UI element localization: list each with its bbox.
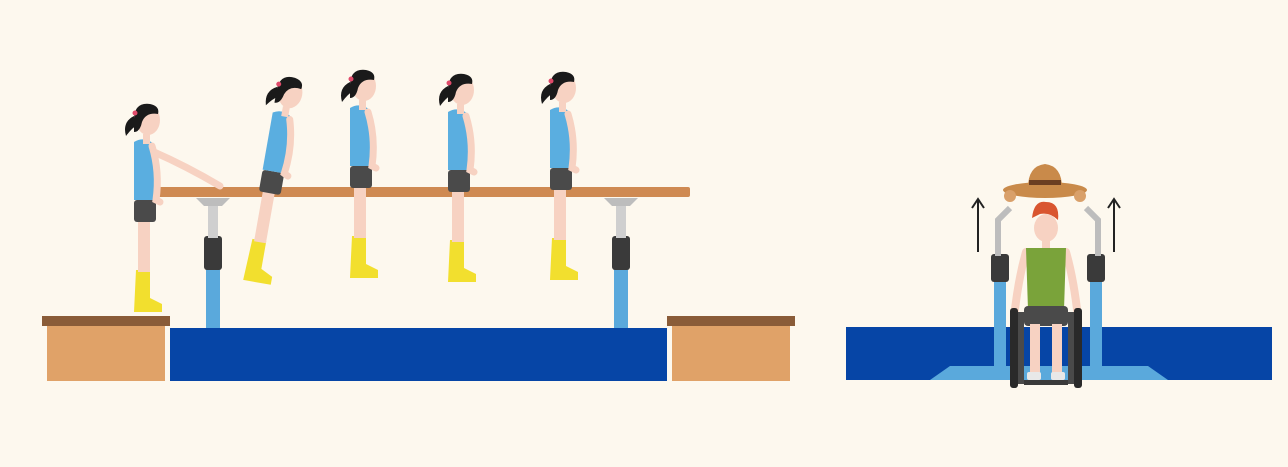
handrail [148,187,690,197]
floor-mat [170,328,667,381]
left-step-box [42,316,170,381]
lift-base [930,366,1168,380]
right-step-box [667,316,795,381]
